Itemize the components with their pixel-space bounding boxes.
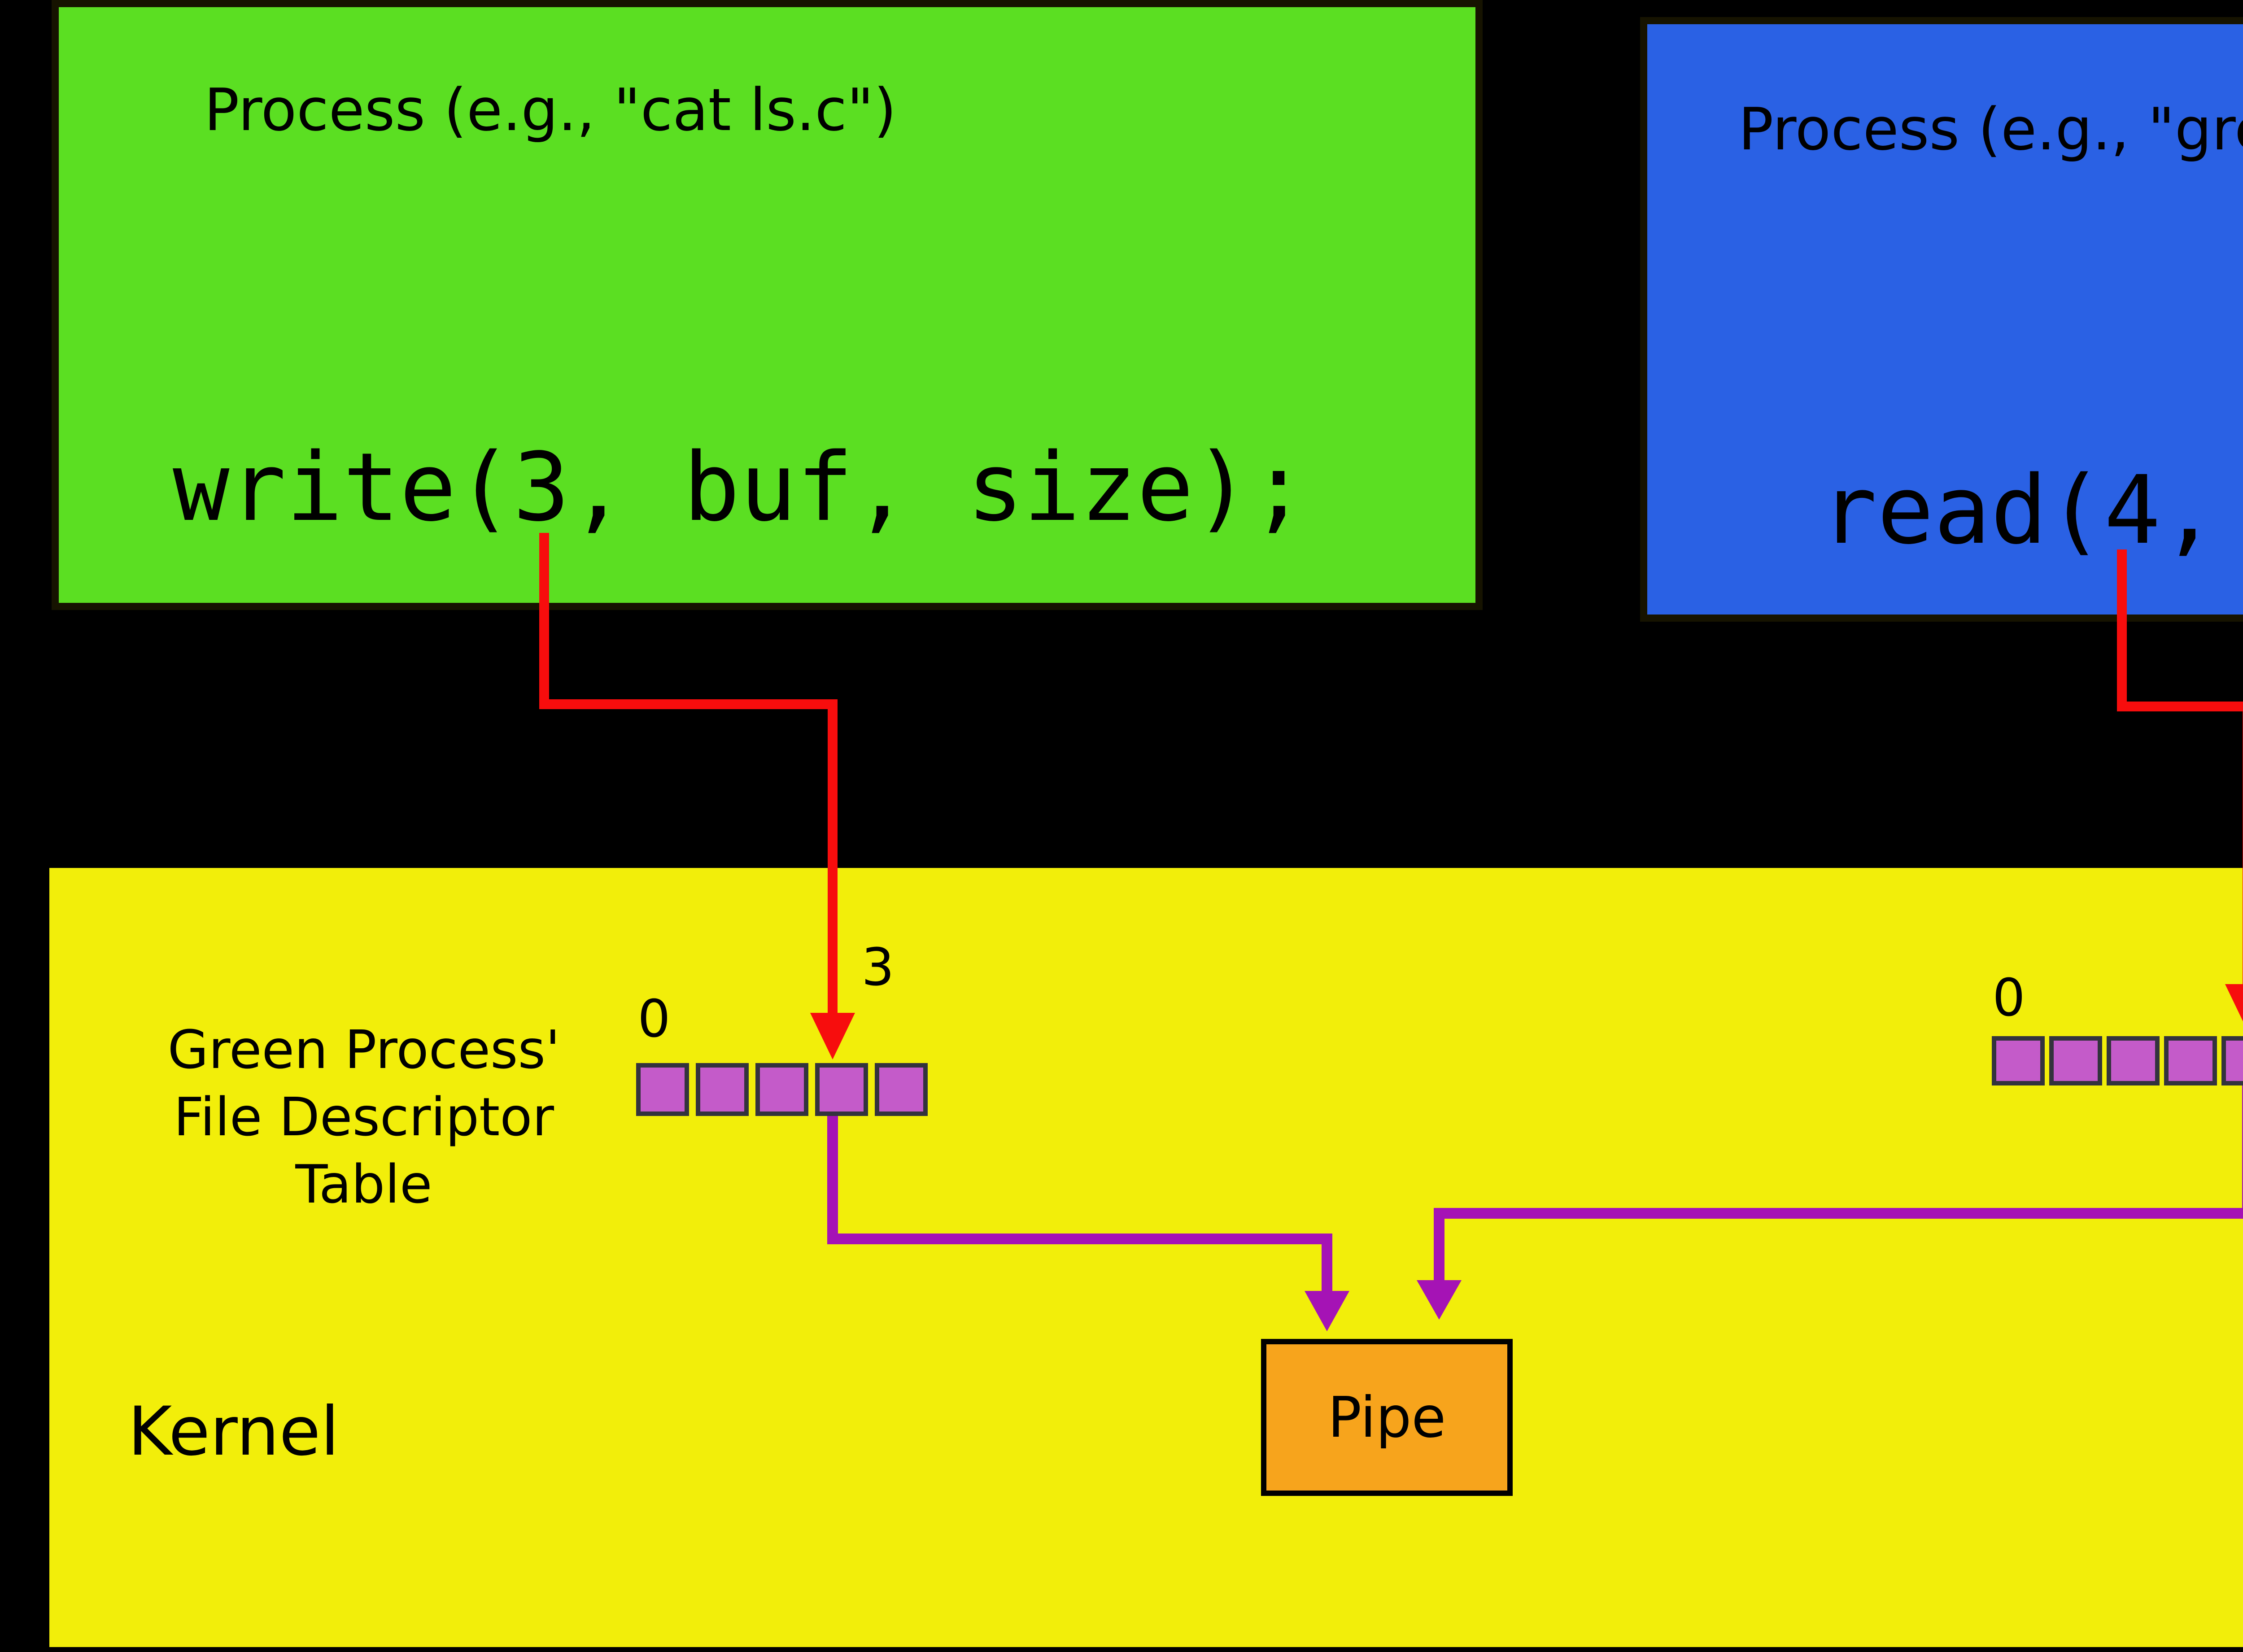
fd-cell [2221, 1036, 2243, 1085]
fd-cell [755, 1063, 808, 1116]
write-syscall-text: write(3, buf, size); [173, 432, 1307, 542]
green-process-title: Process (e.g., "cat ls.c") [204, 76, 897, 144]
fd-cell [815, 1063, 868, 1116]
blue-process-title: Process (e.g., "grep main") [1738, 95, 2243, 163]
green-fd-index-3-label: 3 [861, 937, 895, 998]
caption-line: Table [295, 1153, 432, 1215]
pipe-label: Pipe [1327, 1385, 1446, 1450]
fd-cell [2049, 1036, 2102, 1085]
blue-fd-index-0-label: 0 [1992, 968, 2025, 1028]
green-fd-table-caption: Green Process' File Descriptor Table [95, 1016, 633, 1218]
fd-cell [696, 1063, 749, 1116]
caption-line: Green Process' [167, 1019, 560, 1081]
caption-line: File Descriptor [174, 1086, 554, 1148]
blue-process-box: Process (e.g., "grep main") read(4, buf,… [1640, 17, 2243, 622]
fd-cell [636, 1063, 689, 1116]
pipe-box: Pipe [1261, 1339, 1513, 1496]
green-fd-index-0-label: 0 [637, 989, 671, 1049]
kernel-box: Green Process' File Descriptor Table 0 3… [49, 868, 2243, 1647]
fd-cell [2164, 1036, 2217, 1085]
fd-cell [2107, 1036, 2160, 1085]
green-fd-table [636, 1063, 928, 1116]
fd-cell [1992, 1036, 2045, 1085]
green-process-box: Process (e.g., "cat ls.c") write(3, buf,… [52, 0, 1483, 610]
kernel-label: Kernel [128, 1393, 340, 1471]
blue-fd-table [1992, 1036, 2243, 1085]
fd-cell [875, 1063, 928, 1116]
read-syscall-text: read(4, buf, size); [1820, 455, 2243, 565]
